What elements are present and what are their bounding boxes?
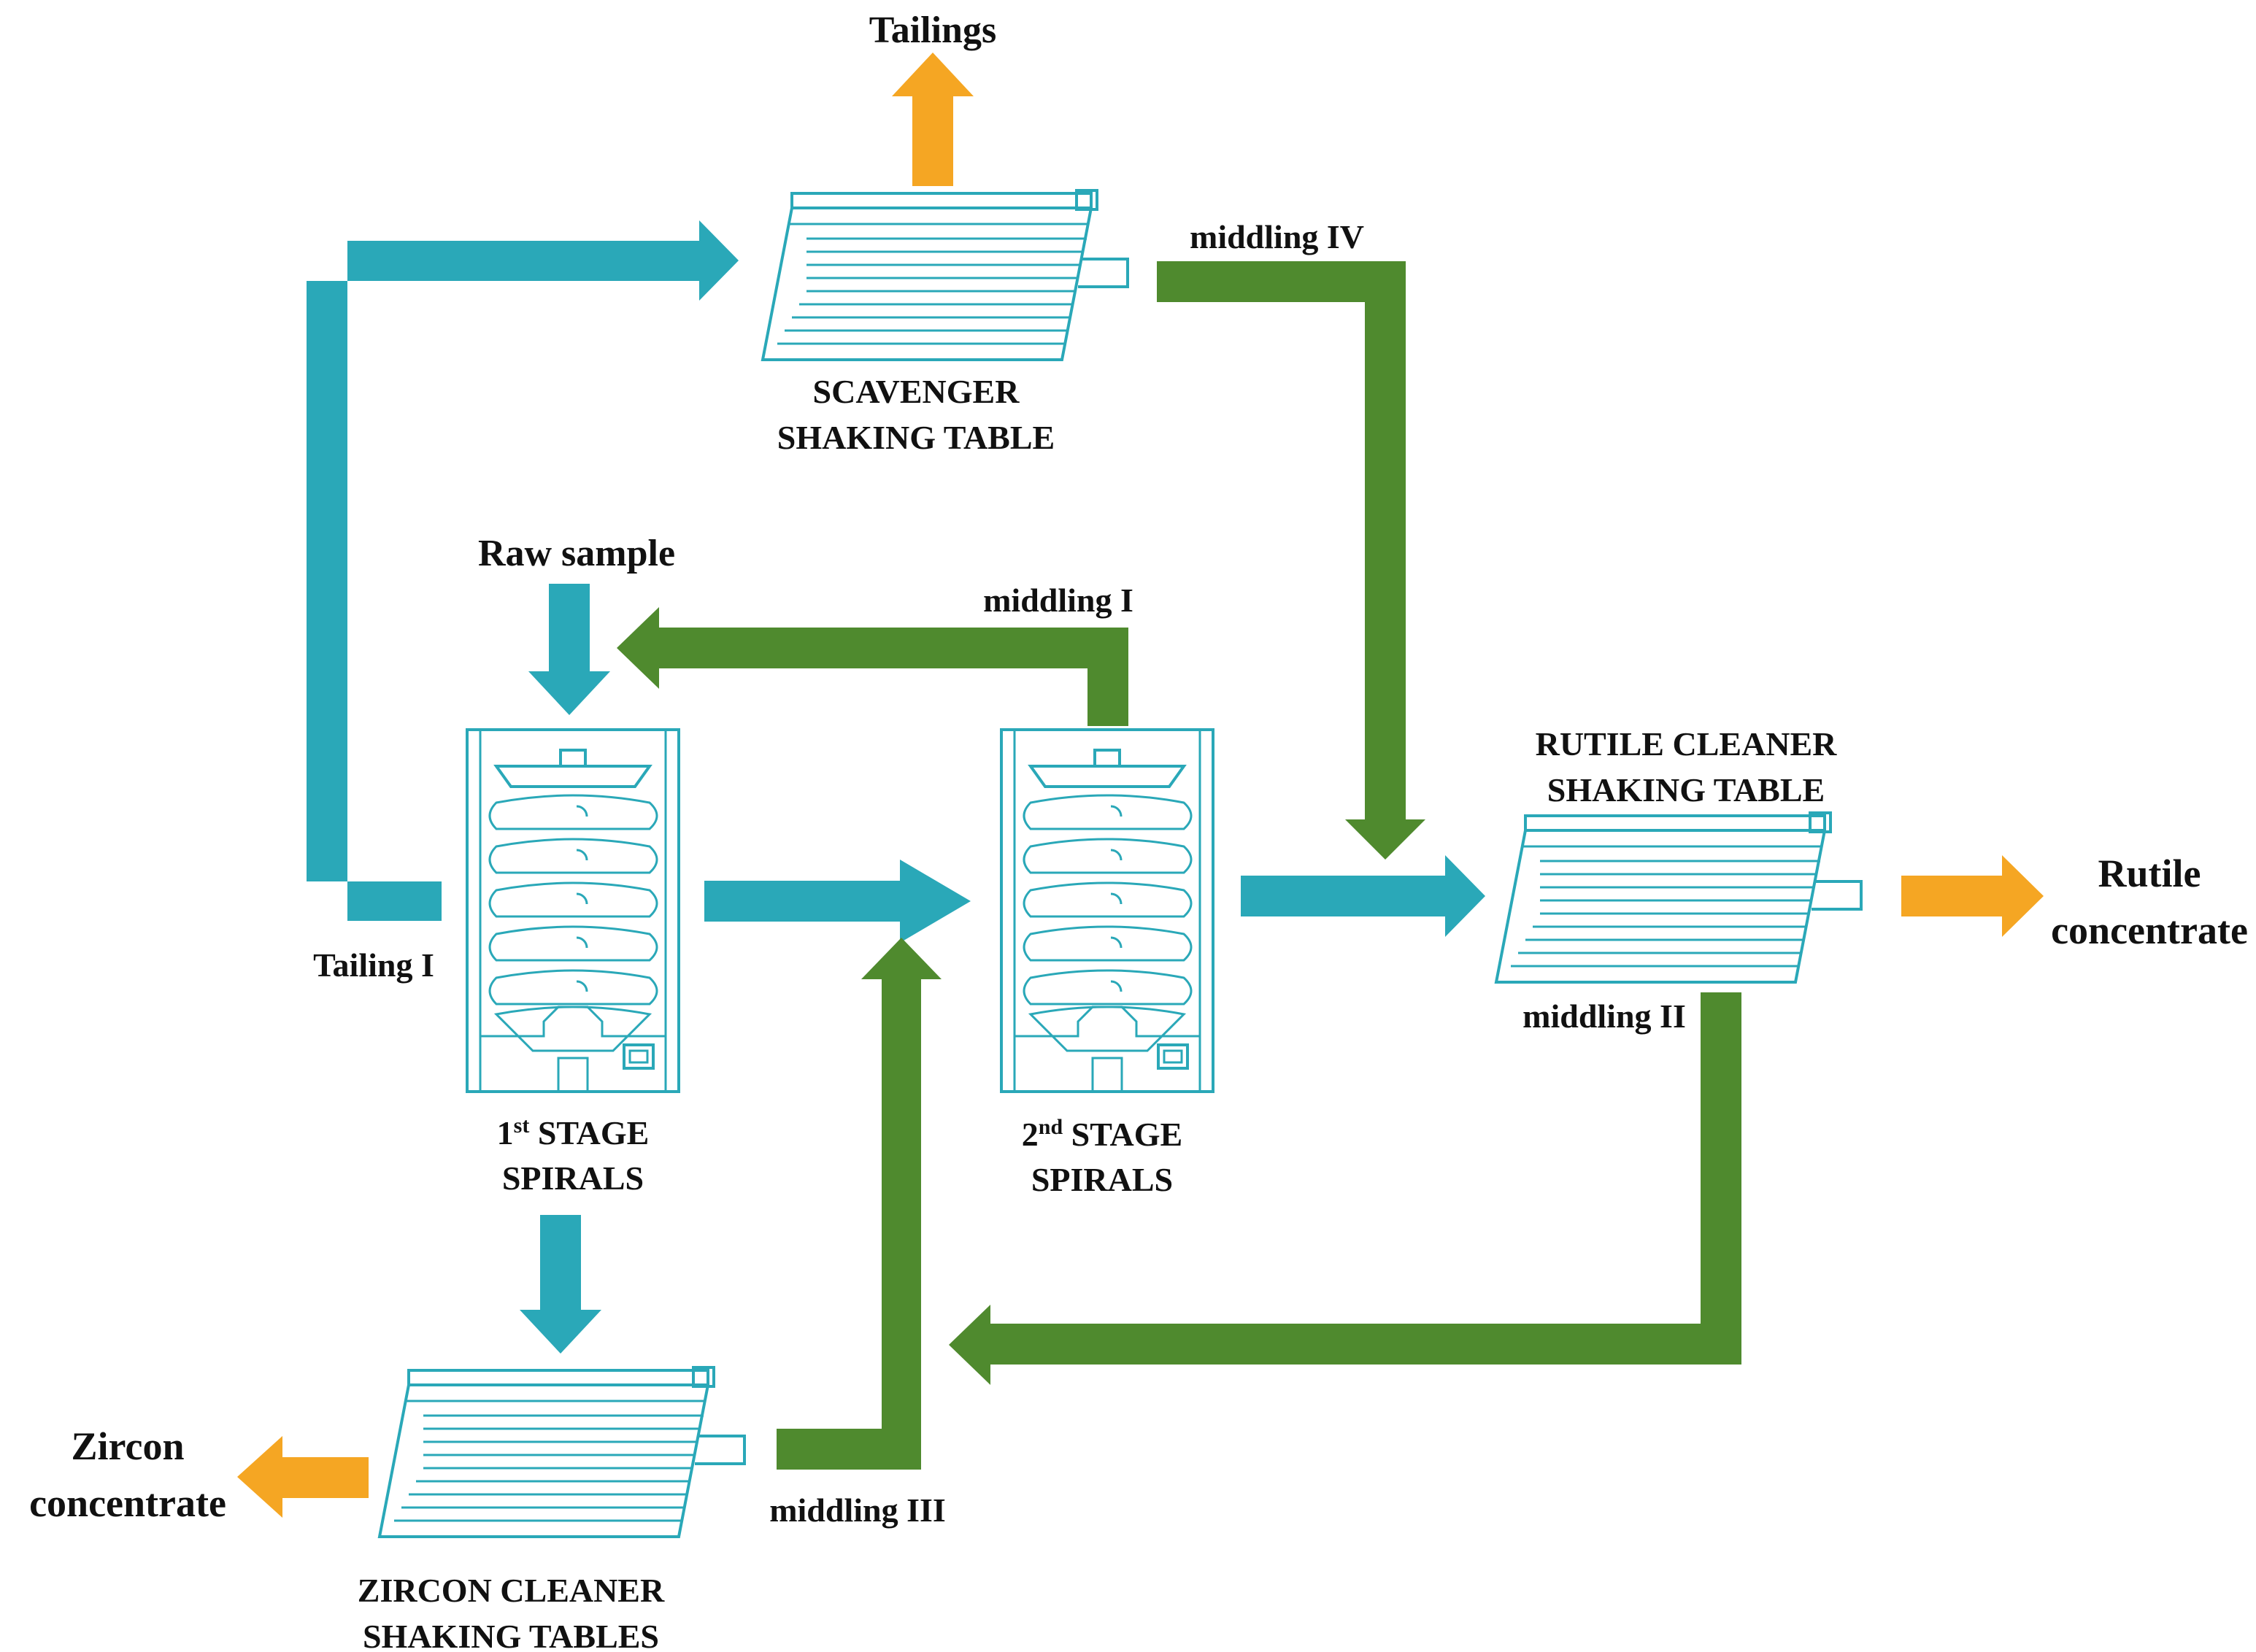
rutile-concentrate-label-line2: concentrate [2051,908,2248,952]
tailings-arrow-shaft [912,95,953,186]
stage1-spiral-icon [466,728,680,1093]
tailings-arrowhead [892,53,974,96]
scavenger-label-line1: SCAVENGER [813,373,1020,410]
middling-i-arrow [657,628,1128,726]
scavenger-label-line2: SHAKING TABLE [777,419,1055,456]
rutile-conc-arrow-shaft [1901,876,2003,916]
middling-i-label: middling I [983,582,1133,619]
zircon-conc-arrow-shaft [281,1457,369,1498]
stage1-to-stage2-arrow-shaft [704,881,901,922]
zircon-cleaner-label-line1: ZIRCON CLEANER [358,1572,665,1609]
rutile-conc-arrowhead [2002,855,2044,937]
zircon-cleaner-shaking-table-icon [378,1366,746,1538]
tailing-i-label: Tailing I [313,946,434,984]
raw-sample-label: Raw sample [478,533,675,574]
middling-iii-arrowhead [861,938,942,979]
stage1-to-zircon-arrow-shaft [540,1215,581,1310]
rutile-cleaner-label-line2: SHAKING TABLE [1547,771,1825,808]
middling-arrows [617,261,1741,1470]
scavenger-shaking-table-icon [761,189,1129,361]
zircon-concentrate-label-line2: concentrate [29,1481,226,1525]
middling-iv-arrowhead [1345,819,1425,860]
middling-ii-arrowhead [949,1305,990,1385]
tailing-i-arrow [307,241,701,921]
stage1-to-zircon-arrowhead [520,1310,601,1354]
rutile-concentrate-label-line1: Rutile [2098,852,2201,895]
zircon-concentrate-label-line1: Zircon [71,1424,184,1468]
middling-i-arrowhead [617,607,659,689]
stage2-to-rutile-arrow-shaft [1241,876,1447,916]
zircon-cleaner-label-line2: SHAKING TABLES [363,1618,659,1652]
middling-iii-label: middling III [769,1491,946,1529]
stage2-spiral-icon [1000,728,1214,1093]
middling-ii-label: middling II [1522,997,1686,1035]
stage2-to-rutile-arrowhead [1445,855,1485,937]
stage2-label-line1: 2nd STAGE [1022,1115,1182,1153]
raw-sample-arrowhead [528,671,610,715]
product-arrows [237,53,2044,1518]
middling-iii-arrow [777,978,921,1470]
rutile-cleaner-shaking-table-icon [1495,811,1863,984]
tailing-i-arrowhead [699,220,739,301]
middling-iv-label: middling IV [1190,218,1364,255]
tailings-label: Tailings [869,9,996,51]
stage1-label-line2: SPIRALS [502,1159,644,1197]
raw-sample-arrow-shaft [549,584,590,671]
feed-arrows [307,220,1485,1354]
zircon-conc-arrowhead [237,1436,282,1518]
middling-ii-arrow [989,992,1741,1365]
middling-iv-arrow [1157,261,1406,821]
stage1-label-line1: 1st STAGE [497,1113,650,1151]
stage2-label-line2: SPIRALS [1031,1161,1173,1198]
stage1-to-stage2-arrowhead [900,860,971,943]
rutile-cleaner-label-line1: RUTILE CLEANER [1536,725,1838,763]
